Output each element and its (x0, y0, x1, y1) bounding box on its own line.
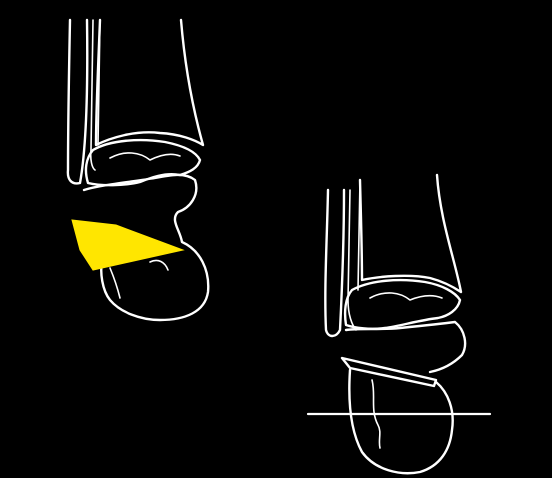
right-fibula-inner (348, 190, 356, 330)
left-ankle-drawing (68, 20, 208, 320)
right-osteotomy-line (342, 358, 436, 386)
right-fibula (325, 190, 344, 336)
right-calcaneus-upper (346, 322, 465, 372)
right-calcaneus (349, 370, 452, 473)
right-talus-joint-line (370, 293, 442, 300)
wedge-resection-zone (72, 220, 183, 270)
left-talus (86, 140, 200, 185)
left-fibula-inner (91, 20, 95, 170)
left-talus-joint-line (110, 153, 180, 160)
left-fibula (68, 20, 87, 183)
right-talus (345, 280, 460, 329)
right-ankle-drawing (308, 175, 490, 473)
left-calcaneus-notch (150, 260, 168, 270)
left-calcaneus-inner (110, 268, 120, 298)
left-tibia (96, 20, 203, 145)
right-tibia (360, 175, 461, 292)
